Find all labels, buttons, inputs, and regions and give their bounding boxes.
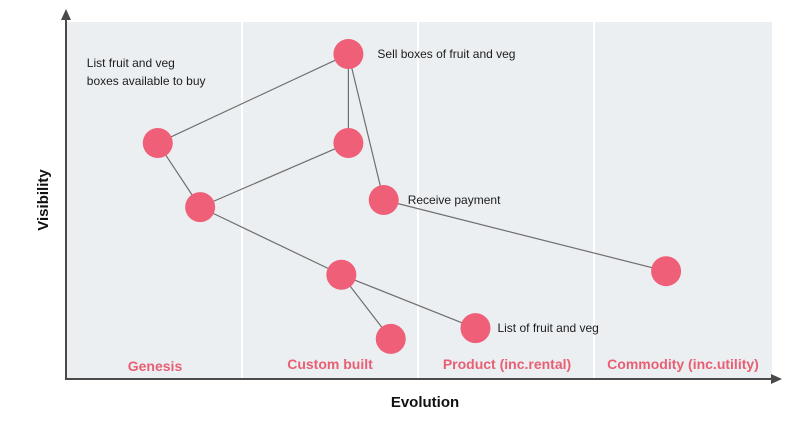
y-axis-arrowhead <box>61 9 71 20</box>
edge-hub-sub <box>199 206 342 276</box>
stage-label-product: Product (inc.rental) <box>443 356 571 372</box>
x-axis-arrowhead <box>771 374 782 384</box>
y-axis-label: Visibility <box>35 169 52 231</box>
node-label-list-items: List of fruit and veg <box>497 321 598 335</box>
stage-label-commodity: Commodity (inc.utility) <box>607 356 759 372</box>
node-leaf[interactable] <box>375 323 406 354</box>
x-axis-label: Evolution <box>391 394 459 411</box>
node-list-items[interactable] <box>460 313 491 344</box>
node-mid[interactable] <box>333 128 364 159</box>
node-hub[interactable] <box>185 192 216 223</box>
node-label-sell: Sell boxes of fruit and veg <box>377 47 515 61</box>
node-sub[interactable] <box>326 259 357 290</box>
edge-sell-list-boxes <box>157 53 349 144</box>
node-far[interactable] <box>651 256 682 287</box>
edge-sell-receive <box>347 53 385 201</box>
stage-label-custom-built: Custom built <box>287 356 373 372</box>
edge-mid-hub <box>199 142 349 208</box>
node-receive[interactable] <box>368 185 399 215</box>
edge-receive-far <box>383 199 667 272</box>
edge-sub-list-items <box>341 274 476 329</box>
node-list-boxes[interactable] <box>142 128 173 159</box>
stage-label-genesis: Genesis <box>128 358 183 374</box>
node-sell[interactable] <box>333 39 364 70</box>
nodes-layer <box>142 39 682 354</box>
node-label-receive: Receive payment <box>408 193 501 207</box>
